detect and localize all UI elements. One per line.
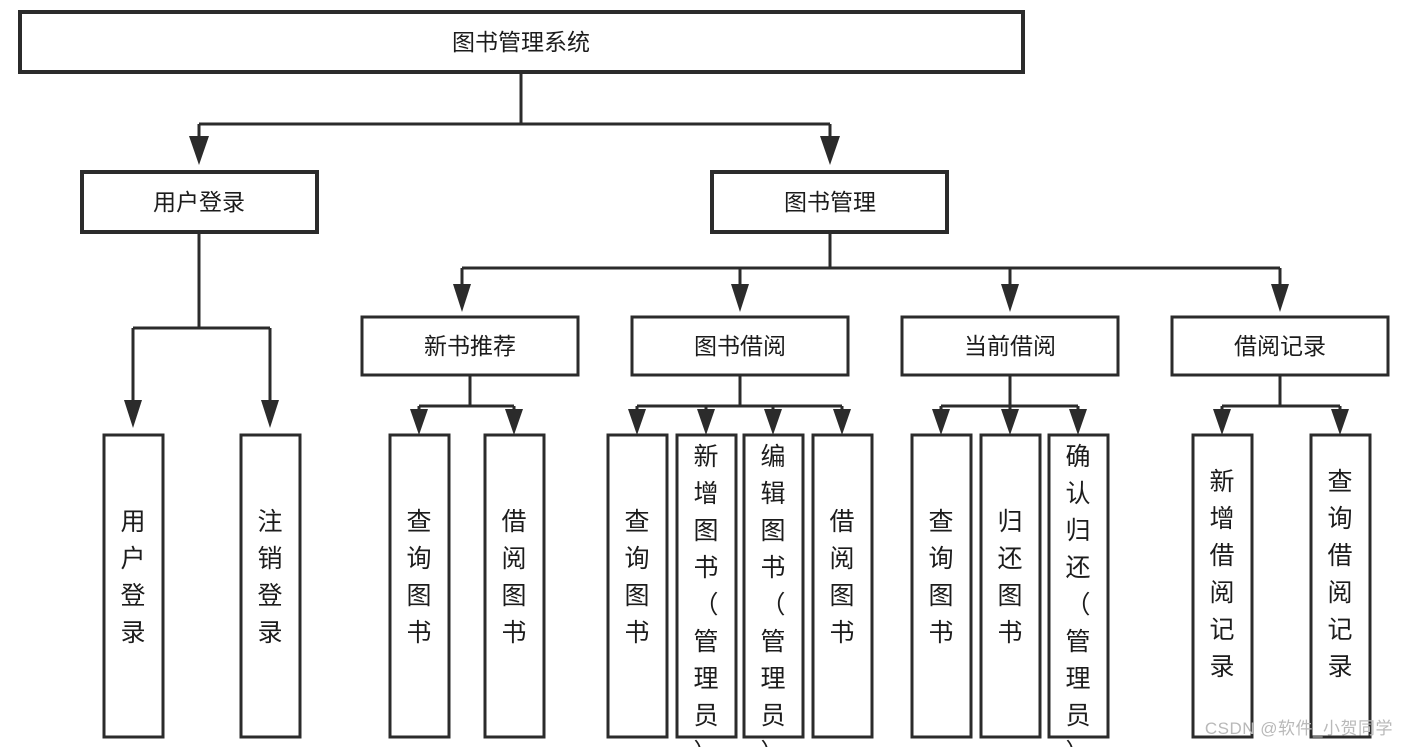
- node-leaf-query-book-1-box: [388, 433, 451, 739]
- node-leaf-logout-label: 注销登录: [257, 508, 282, 647]
- node-leaf-add-book[interactable]: 新增图书（管理员）: [675, 433, 738, 747]
- node-leaf-query-record-box: [1309, 433, 1372, 739]
- node-leaf-confirm-return[interactable]: 确认归还（管理员）: [1047, 433, 1110, 747]
- arrow-head-borrow-record: [1271, 284, 1289, 312]
- node-leaf-query-book-1[interactable]: 查询图书: [388, 433, 451, 739]
- node-leaf-user-login[interactable]: 用户登录: [102, 433, 165, 739]
- arrow-head-leaf-edit-book: [764, 409, 782, 435]
- arrow-head-leaf-borrow-book-2: [833, 409, 851, 435]
- arrow-head-leaf-confirm-return: [1069, 409, 1087, 435]
- node-leaf-query-record-label: 查询借阅记录: [1327, 468, 1352, 681]
- connector-group-root: [189, 72, 840, 165]
- node-current-borrow-label: 当前借阅: [964, 333, 1056, 359]
- arrow-head-leaf-logout: [261, 400, 279, 428]
- node-leaf-edit-book-box: [742, 433, 805, 739]
- node-leaf-query-book-1-label: 查询图书: [406, 508, 431, 647]
- node-leaf-add-record-box: [1191, 433, 1254, 739]
- node-user-login-box: [80, 170, 319, 234]
- node-leaf-borrow-book-2-label: 借阅图书: [829, 508, 854, 647]
- node-leaf-user-login-box: [102, 433, 165, 739]
- arrow-head-book-manage: [820, 136, 840, 165]
- node-book-borrow-label: 图书借阅: [694, 333, 786, 359]
- node-leaf-return-book-box: [979, 433, 1042, 739]
- node-leaf-query-record[interactable]: 查询借阅记录: [1309, 433, 1372, 739]
- arrow-head-new-book-rec: [453, 284, 471, 312]
- node-leaf-add-book-box: [675, 433, 738, 739]
- connector-group-book-manage: [453, 232, 1289, 312]
- arrow-head-leaf-query-book-2: [628, 409, 646, 435]
- csdn-watermark: CSDN @软件_小贺同学: [1204, 719, 1393, 738]
- arrow-head-user-login: [189, 136, 209, 165]
- node-root-box: [18, 10, 1025, 74]
- connector-group-current-borrow: [932, 375, 1087, 435]
- node-borrow-record-label: 借阅记录: [1234, 333, 1326, 359]
- node-book-manage[interactable]: 图书管理: [710, 170, 949, 234]
- node-leaf-query-book-3[interactable]: 查询图书: [910, 433, 973, 739]
- node-leaf-user-login-label: 用户登录: [120, 508, 145, 647]
- node-leaf-query-book-2[interactable]: 查询图书: [606, 433, 669, 739]
- node-leaf-add-record-label: 新增借阅记录: [1209, 468, 1234, 681]
- arrow-head-leaf-borrow-book-1: [505, 409, 523, 435]
- node-leaf-confirm-return-label: 确认归还（管理员）: [1065, 443, 1090, 747]
- arrow-head-leaf-return-book: [1001, 409, 1019, 435]
- node-user-login-label: 用户登录: [153, 189, 245, 215]
- arrow-head-leaf-query-record: [1331, 409, 1349, 435]
- node-book-manage-box: [710, 170, 949, 234]
- connector-group-user-login: [124, 232, 279, 428]
- node-new-book-rec[interactable]: 新书推荐: [360, 315, 580, 377]
- node-leaf-edit-book[interactable]: 编辑图书（管理员）: [742, 433, 805, 747]
- node-book-manage-label: 图书管理: [784, 189, 876, 215]
- node-leaf-confirm-return-box: [1047, 433, 1110, 739]
- node-leaf-borrow-book-1-label: 借阅图书: [501, 508, 526, 647]
- arrow-head-current-borrow: [1001, 284, 1019, 312]
- node-borrow-record-box: [1170, 315, 1390, 377]
- node-current-borrow-box: [900, 315, 1120, 377]
- node-leaf-add-record[interactable]: 新增借阅记录: [1191, 433, 1254, 739]
- node-book-borrow-box: [630, 315, 850, 377]
- node-user-login[interactable]: 用户登录: [80, 170, 319, 234]
- node-new-book-rec-label: 新书推荐: [424, 333, 516, 359]
- connector-group-book-borrow: [628, 375, 851, 435]
- connector-group-new-book-rec: [410, 375, 523, 435]
- node-leaf-return-book-label: 归还图书: [997, 508, 1022, 647]
- node-leaf-edit-book-label: 编辑图书（管理员）: [760, 443, 785, 747]
- node-leaf-borrow-book-2[interactable]: 借阅图书: [811, 433, 874, 739]
- arrow-head-leaf-user-login: [124, 400, 142, 428]
- node-leaf-return-book[interactable]: 归还图书: [979, 433, 1042, 739]
- connector-group-borrow-record: [1213, 375, 1349, 435]
- node-leaf-query-book-2-label: 查询图书: [624, 508, 649, 647]
- node-leaf-query-book-3-box: [910, 433, 973, 739]
- arrow-head-leaf-query-book-1: [410, 409, 428, 435]
- node-leaf-query-book-2-box: [606, 433, 669, 739]
- node-leaf-add-book-label: 新增图书（管理员）: [693, 443, 718, 747]
- node-current-borrow[interactable]: 当前借阅: [900, 315, 1120, 377]
- node-leaf-logout[interactable]: 注销登录: [239, 433, 302, 739]
- node-leaf-borrow-book-1[interactable]: 借阅图书: [483, 433, 546, 739]
- arrow-head-leaf-add-record: [1213, 409, 1231, 435]
- arrow-head-book-borrow: [731, 284, 749, 312]
- node-leaf-logout-box: [239, 433, 302, 739]
- node-leaf-borrow-book-1-box: [483, 433, 546, 739]
- node-book-borrow[interactable]: 图书借阅: [630, 315, 850, 377]
- node-root-label: 图书管理系统: [452, 29, 590, 55]
- arrow-head-leaf-query-book-3: [932, 409, 950, 435]
- node-root[interactable]: 图书管理系统: [18, 10, 1025, 74]
- node-new-book-rec-box: [360, 315, 580, 377]
- node-leaf-query-book-3-label: 查询图书: [928, 508, 953, 647]
- node-borrow-record[interactable]: 借阅记录: [1170, 315, 1390, 377]
- node-leaf-borrow-book-2-box: [811, 433, 874, 739]
- arrow-head-leaf-add-book: [697, 409, 715, 435]
